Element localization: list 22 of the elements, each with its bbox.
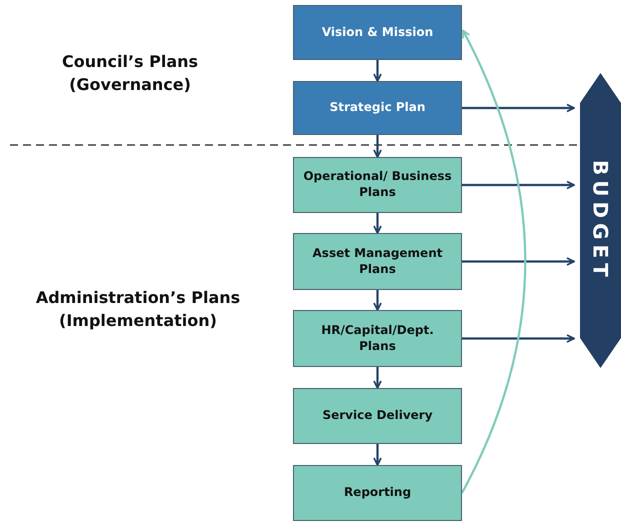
budget-text: BUDGET bbox=[588, 160, 614, 282]
arrow bbox=[461, 30, 526, 494]
plan-box: Strategic Plan bbox=[293, 81, 462, 135]
arrow bbox=[462, 104, 575, 112]
arrow bbox=[373, 367, 382, 389]
arrow bbox=[373, 290, 382, 311]
plan-box: Vision & Mission bbox=[293, 5, 462, 60]
arrow bbox=[462, 334, 575, 343]
plan-box: HR/Capital/Dept. Plans bbox=[293, 310, 462, 367]
arrow bbox=[373, 135, 382, 158]
section-label: Council’s Plans (Governance) bbox=[60, 51, 200, 96]
plan-box: Service Delivery bbox=[293, 388, 462, 444]
arrow bbox=[373, 60, 382, 82]
arrow bbox=[462, 257, 575, 266]
budget-arrow-banner bbox=[580, 73, 621, 368]
plan-box: Operational/ Business Plans bbox=[293, 157, 462, 213]
arrow bbox=[373, 444, 382, 466]
plan-box: Asset Management Plans bbox=[293, 233, 462, 290]
plan-box: Reporting bbox=[293, 465, 462, 521]
arrow bbox=[373, 213, 382, 234]
section-label: Administration’s Plans (Implementation) bbox=[34, 287, 242, 332]
arrow bbox=[462, 180, 575, 190]
